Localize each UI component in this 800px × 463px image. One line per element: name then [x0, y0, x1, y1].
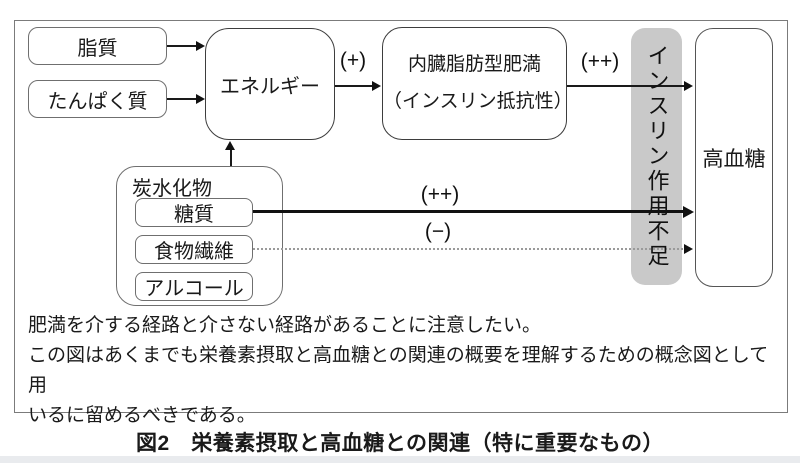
figure-note-line1: 肥満を介する経路と介さない経路があることに注意したい。 [28, 315, 542, 336]
edge-label-text: (+) [339, 49, 367, 72]
figure-notes: 肥満を介する経路と介さない経路があることに注意したい。 この図はあくまでも栄養素… [28, 311, 776, 431]
edge-label-text: (++) [420, 183, 460, 206]
arrow-right-icon [196, 94, 205, 104]
node-sugar-label: 糖質 [174, 204, 214, 226]
band-insulin-insufficiency-label: インスリン作用不足 [631, 28, 682, 285]
node-alcohol-label: アルコール [144, 278, 244, 300]
edge-label-sugar-hyperglycemia: (++) [405, 183, 475, 207]
group-carbohydrate-label-text: 炭水化物 [132, 178, 212, 200]
figure-note-line2: この図はあくまでも栄養素摂取と高血糖との関連の概要を理解するための概念図として用 [28, 345, 769, 396]
arrow-right-icon [372, 81, 381, 91]
edge-visceral-hyperglycemia [567, 85, 684, 87]
node-alcohol: アルコール [135, 272, 253, 301]
node-hyperglycemia: 高血糖 [695, 28, 773, 287]
node-energy: エネルギー [205, 28, 335, 140]
figure-caption: 図2 栄養素摂取と高血糖との関連（特に重要なもの） [0, 427, 800, 457]
node-visceral-obesity: 内臓脂肪型肥満 （インスリン抵抗性） [382, 27, 573, 140]
edge-fat-energy [167, 45, 197, 47]
group-carbohydrate-label: 炭水化物 [132, 172, 212, 201]
edge-label-energy-visceral: (+) [328, 49, 378, 73]
edge-energy-visceral [335, 85, 373, 87]
bottom-strip [0, 456, 800, 463]
node-dietary-fiber: 食物繊維 [135, 235, 253, 264]
band-insulin-insufficiency [631, 28, 682, 285]
edge-carbohydrate-energy [230, 147, 232, 166]
node-energy-label: エネルギー [220, 75, 320, 98]
arrow-up-icon [225, 141, 235, 150]
node-protein-label: たんぱく質 [47, 90, 148, 113]
edge-label-fiber-hyperglycemia: (−) [405, 220, 471, 244]
figure-note-line3: いるに留めるべきである。 [28, 405, 256, 426]
edge-fiber-hyperglycemia [253, 248, 683, 250]
band-insulin-insufficiency-text: インスリン作用不足 [644, 44, 670, 269]
arrow-right-icon [684, 81, 693, 91]
node-visceral-obesity-line2: （インスリン抵抗性） [383, 90, 573, 112]
edge-label-visceral-hyperglycemia: (++) [568, 50, 632, 74]
node-hyperglycemia-label: 高血糖 [702, 147, 766, 171]
node-protein: たんぱく質 [28, 80, 167, 118]
arrow-right-icon [196, 41, 205, 51]
edge-sugar-hyperglycemia [253, 210, 683, 213]
arrow-right-icon [683, 206, 694, 218]
figure-caption-text: 図2 栄養素摂取と高血糖との関連（特に重要なもの） [136, 432, 664, 455]
arrow-right-icon [684, 244, 693, 254]
edge-label-text: (++) [580, 50, 620, 73]
node-dietary-fiber-label: 食物繊維 [154, 241, 234, 263]
node-fat: 脂質 [28, 27, 167, 65]
edge-label-text: (−) [424, 220, 452, 243]
node-sugar: 糖質 [135, 198, 253, 227]
node-fat-label: 脂質 [77, 37, 118, 60]
edge-protein-energy [167, 98, 197, 100]
node-visceral-obesity-line1: 内臓脂肪型肥満 [407, 54, 541, 76]
